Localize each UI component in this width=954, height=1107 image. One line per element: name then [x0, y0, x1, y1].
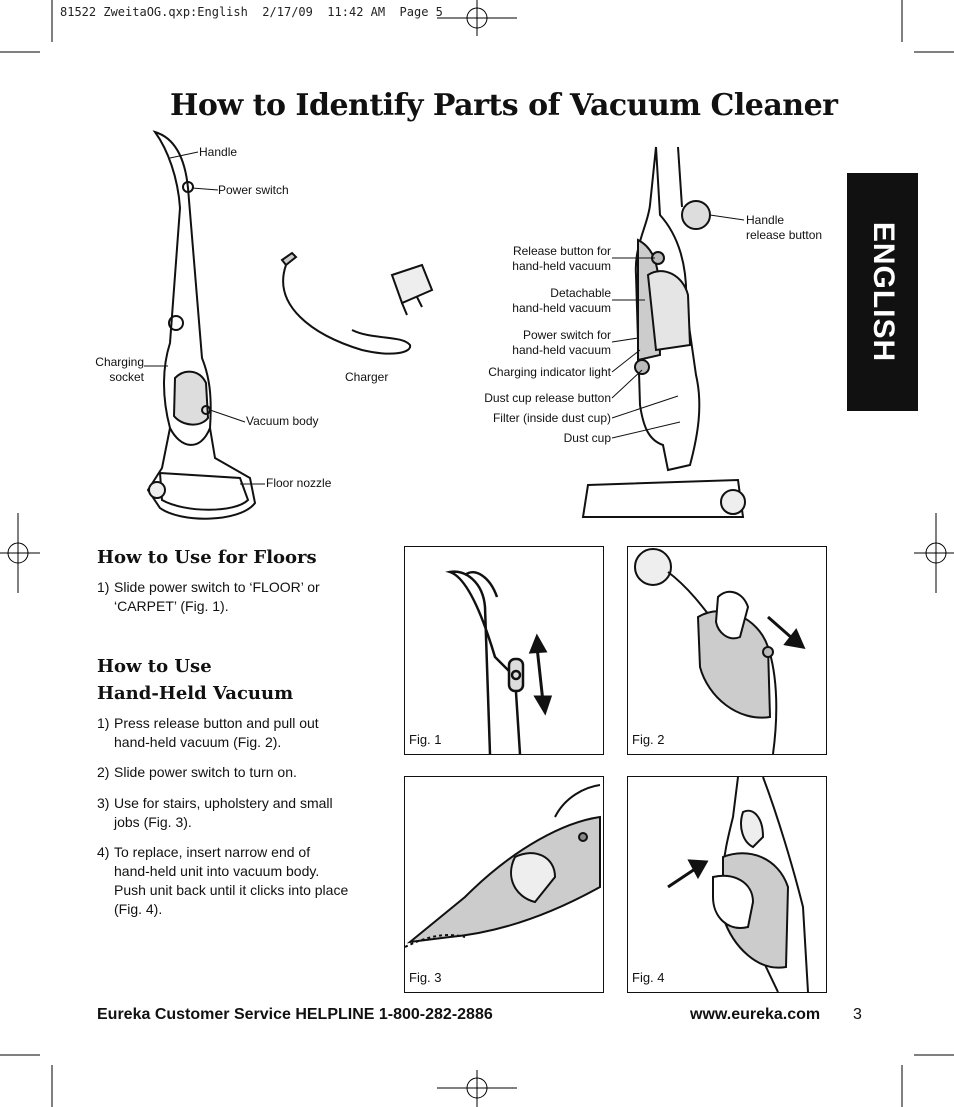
label-detachable-line2: hand-held vacuum	[512, 301, 611, 315]
label-detachable-handheld: Detachable hand-held vacuum	[460, 286, 611, 316]
step-line: Use for stairs, upholstery and small	[114, 795, 333, 811]
label-power-handheld-line2: hand-held vacuum	[512, 343, 611, 357]
label-power-switch: Power switch	[218, 183, 289, 197]
step-line: (Fig. 4).	[114, 901, 163, 917]
label-charging-indicator: Charging indicator light	[488, 365, 611, 379]
fig3-illustration	[405, 784, 601, 948]
step-number: 4)	[97, 844, 110, 860]
fig-4-caption: Fig. 4	[632, 970, 665, 985]
handheld-heading-line1: How to Use	[97, 656, 212, 677]
step-line: jobs (Fig. 3).	[114, 814, 192, 830]
label-charging-socket-line1: Charging	[95, 355, 144, 369]
footer-website[interactable]: www.eureka.com	[690, 1006, 821, 1023]
label-release-button-handheld: Release button for hand-held vacuum	[460, 244, 611, 274]
floors-step-1: 1) Slide power switch to ‘FLOOR’ or ‘CAR…	[97, 578, 377, 616]
fig-2-caption: Fig. 2	[632, 732, 665, 747]
figure-3: Fig. 3	[404, 776, 604, 993]
fig-1-caption: Fig. 1	[409, 732, 442, 747]
language-tab-label: ENGLISH	[866, 221, 900, 363]
label-floor-nozzle: Floor nozzle	[266, 476, 332, 490]
print-slug: 81522 ZweitaOG.qxp:English 2/17/09 11:42…	[60, 5, 443, 19]
step-line: To replace, insert narrow end of	[114, 844, 311, 860]
charger-illustration	[280, 251, 434, 355]
fig1-illustration	[445, 570, 553, 754]
step-number: 1)	[97, 715, 110, 731]
handheld-heading: How to Use Hand-Held Vacuum	[97, 653, 293, 707]
label-dust-cup-release: Dust cup release button	[484, 391, 611, 405]
footer-helpline: Eureka Customer Service HELPLINE 1-800-2…	[97, 1006, 493, 1023]
language-tab: ENGLISH	[847, 173, 918, 411]
fig4-illustration	[667, 777, 809, 992]
figure-2: Fig. 2	[627, 546, 827, 755]
fig-3-caption: Fig. 3	[409, 970, 442, 985]
handheld-step-2: 2) Slide power switch to turn on.	[97, 763, 387, 782]
right-leader-lines	[611, 214, 745, 439]
label-handle: Handle	[199, 145, 238, 159]
label-handle-release-line2: release button	[746, 228, 823, 242]
handheld-step-4: 4) To replace, insert narrow end of hand…	[97, 843, 387, 919]
label-detachable-line1: Detachable	[550, 286, 611, 300]
page-title: How to Identify Parts of Vacuum Cleaner	[170, 88, 838, 123]
step-line: Slide power switch to turn on.	[114, 764, 297, 780]
label-filter: Filter (inside dust cup)	[492, 411, 611, 425]
label-vacuum-body: Vacuum body	[246, 414, 319, 428]
handheld-step-1: 1) Press release button and pull out han…	[97, 714, 387, 752]
handheld-heading-line2: Hand-Held Vacuum	[97, 683, 294, 704]
label-charging-socket-line2: socket	[109, 370, 144, 384]
upright-vacuum-illustration	[146, 130, 257, 520]
step-line: hand-held vacuum (Fig. 2).	[114, 734, 282, 750]
figure-4: Fig. 4	[627, 776, 827, 993]
label-charging-socket: Charging socket	[80, 355, 144, 385]
step-number: 3)	[97, 795, 110, 811]
floors-heading: How to Use for Floors	[97, 547, 317, 568]
step-line: Press release button and pull out	[114, 715, 319, 731]
label-dust-cup: Dust cup	[563, 431, 611, 445]
vacuum-closeup-illustration	[581, 146, 746, 518]
page-number: 3	[853, 1006, 862, 1023]
step-line: Slide power switch to ‘FLOOR’ or	[114, 579, 320, 595]
label-handle-release-button: Handle release button	[746, 213, 822, 243]
label-handle-release-line1: Handle	[746, 213, 785, 227]
figure-1: Fig. 1	[404, 546, 604, 755]
step-line: Push unit back until it clicks into plac…	[114, 882, 349, 898]
step-line: ‘CARPET’ (Fig. 1).	[114, 598, 229, 614]
fig2-illustration	[634, 548, 806, 754]
label-power-switch-handheld: Power switch for hand-held vacuum	[460, 328, 611, 358]
step-line: hand-held unit into vacuum body.	[114, 863, 320, 879]
label-release-button-line2: hand-held vacuum	[512, 259, 611, 273]
label-release-button-line1: Release button for	[512, 244, 611, 258]
step-number: 1)	[97, 579, 110, 595]
step-number: 2)	[97, 764, 110, 780]
label-power-handheld-line1: Power switch for	[522, 328, 611, 342]
handheld-step-3: 3) Use for stairs, upholstery and small …	[97, 794, 387, 832]
label-charger: Charger	[345, 370, 389, 384]
left-leader-lines	[144, 151, 265, 485]
